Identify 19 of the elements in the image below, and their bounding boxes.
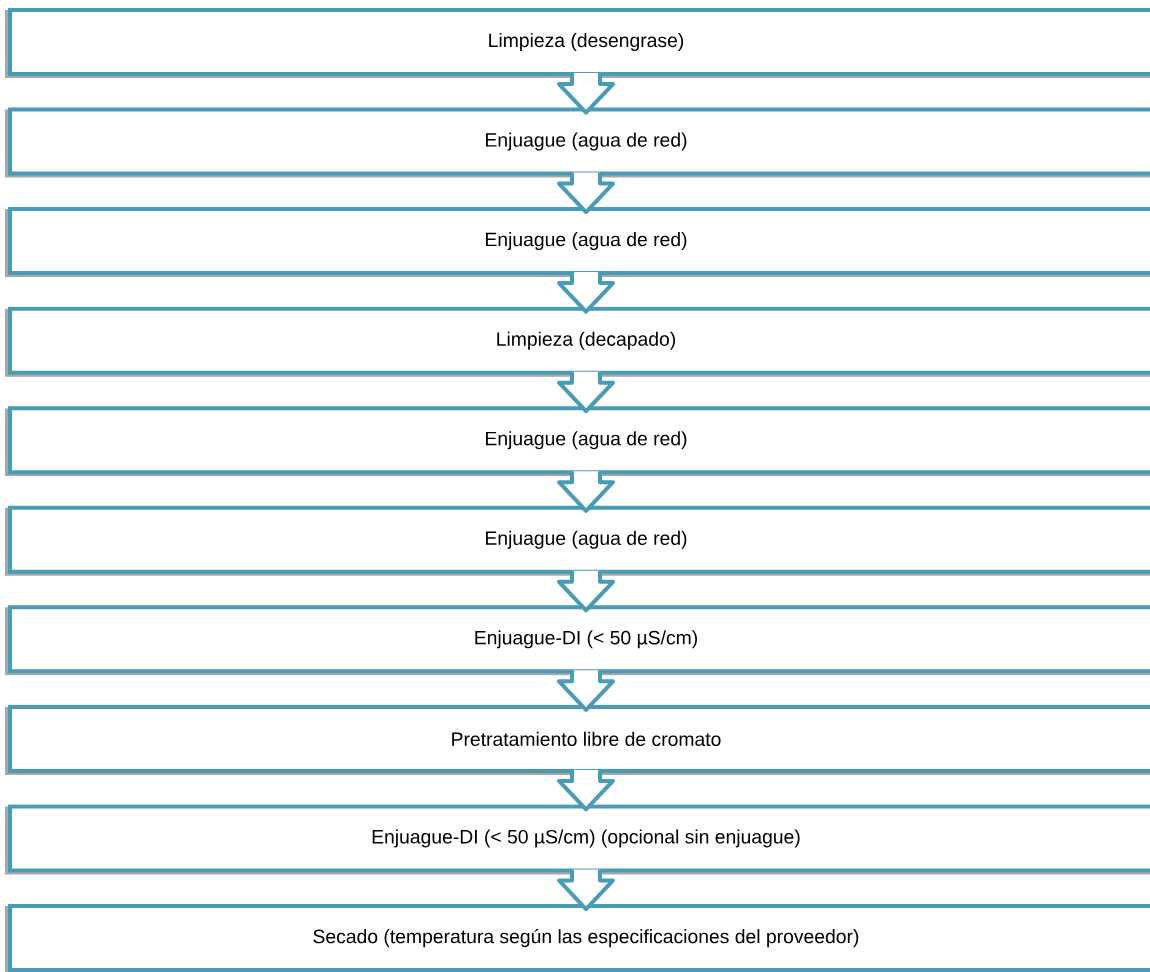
process-box: Enjuague (agua de red) <box>5 406 1150 477</box>
chevron-arrow <box>557 270 615 314</box>
process-box: Secado (temperatura según las especificaciones del proveedor) <box>5 904 1150 972</box>
chevron-arrow <box>557 369 615 414</box>
process-box: Enjuague (agua de red) <box>5 107 1150 178</box>
process-box: Enjuague-DI (< 50 µS/cm) <box>5 605 1150 676</box>
process-box: Enjuague (agua de red) <box>5 207 1150 278</box>
process-box: Limpieza (decapado) <box>5 306 1150 377</box>
chevron-arrow <box>557 668 615 712</box>
process-box: Limpieza (desengrase) <box>5 8 1150 78</box>
chevron-arrow <box>557 867 615 911</box>
chevron-arrow <box>557 170 615 215</box>
process-box: Pretratamiento libre de cromato <box>5 704 1150 775</box>
chevron-arrow <box>557 568 615 613</box>
chevron-arrow <box>557 469 615 513</box>
chevron-arrow <box>557 767 615 812</box>
process-box: Enjuague-DI (< 50 µS/cm) (opcional sin enjuague) <box>5 804 1150 875</box>
process-box: Enjuague (agua de red) <box>5 505 1150 576</box>
chevron-arrow <box>557 71 615 115</box>
